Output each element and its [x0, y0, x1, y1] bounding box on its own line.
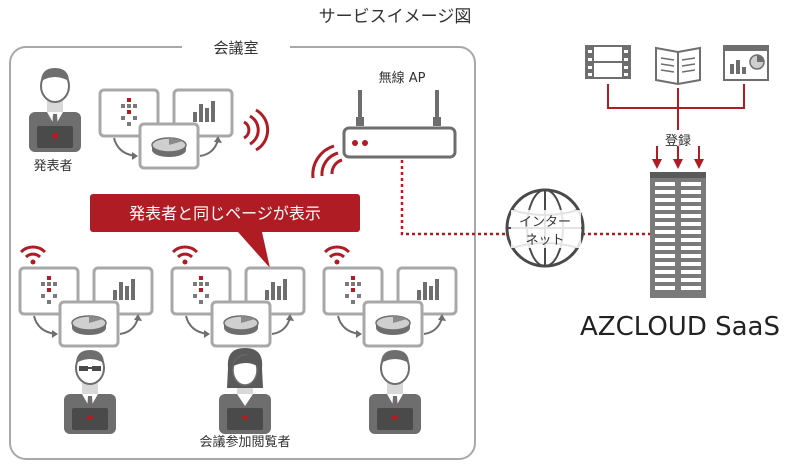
server-slot [655, 230, 675, 234]
server-slot [655, 254, 675, 258]
server-slot [681, 206, 701, 210]
presentation-icon [723, 45, 769, 81]
diagram-title: サービスイメージ図 [319, 7, 472, 27]
server-slot [655, 286, 675, 290]
server-slot [681, 286, 701, 290]
product-name: AZCLOUD SaaS [580, 312, 780, 342]
server-slot [655, 238, 675, 242]
callout-bubble [90, 194, 360, 268]
server-slot [655, 262, 675, 266]
server-slot [655, 190, 675, 194]
server-slot [681, 254, 701, 258]
presenter-signal-icon [243, 108, 270, 152]
participant2-wifi-icon [171, 245, 199, 266]
presenter-monitors [100, 90, 232, 168]
wireless-ap-icon [342, 90, 457, 159]
server-slot [681, 270, 701, 274]
callout-text: 発表者と同じページが表示 [129, 204, 321, 223]
internet-label-2: ネット [525, 233, 564, 248]
internet-label-1: インター [519, 215, 571, 230]
participant3-monitors [324, 268, 456, 346]
register-connectors [607, 84, 745, 169]
server-slot [655, 270, 675, 274]
participant3-figure [368, 349, 422, 435]
server-slot [655, 278, 675, 282]
ap-label: 無線 AP [379, 70, 426, 86]
server-slot [681, 190, 701, 194]
server-slot [681, 262, 701, 266]
server-slot [655, 206, 675, 210]
server-slot [655, 198, 675, 202]
presenter-figure [28, 67, 82, 153]
server-slot [681, 230, 701, 234]
server-slot [681, 246, 701, 250]
participant1-wifi-icon [19, 245, 47, 266]
server-slot [681, 198, 701, 202]
server-slot [681, 278, 701, 282]
register-label: 登録 [665, 134, 691, 149]
video-file-icon [585, 45, 631, 79]
server-slot [655, 214, 675, 218]
server-rack-icon [650, 172, 706, 298]
presenter-label: 発表者 [33, 159, 72, 174]
participant1-monitors [20, 268, 152, 346]
server-slot [681, 182, 701, 186]
participant3-wifi-icon [323, 245, 351, 266]
server-slot [655, 222, 675, 226]
participants-label: 会議参加閲覧者 [199, 434, 290, 450]
server-slot [655, 246, 675, 250]
participant2-monitors [172, 268, 304, 346]
document-icon [655, 46, 701, 86]
meeting-room-label: 会議室 [213, 39, 258, 57]
participant2-figure [218, 347, 272, 435]
server-slot [681, 238, 701, 242]
participant1-figure [64, 350, 116, 434]
ap-signal-icon [311, 144, 343, 179]
server-slot [681, 214, 701, 218]
server-slot [681, 222, 701, 226]
server-slot [655, 182, 675, 186]
network-link-ap-internet [400, 160, 508, 236]
